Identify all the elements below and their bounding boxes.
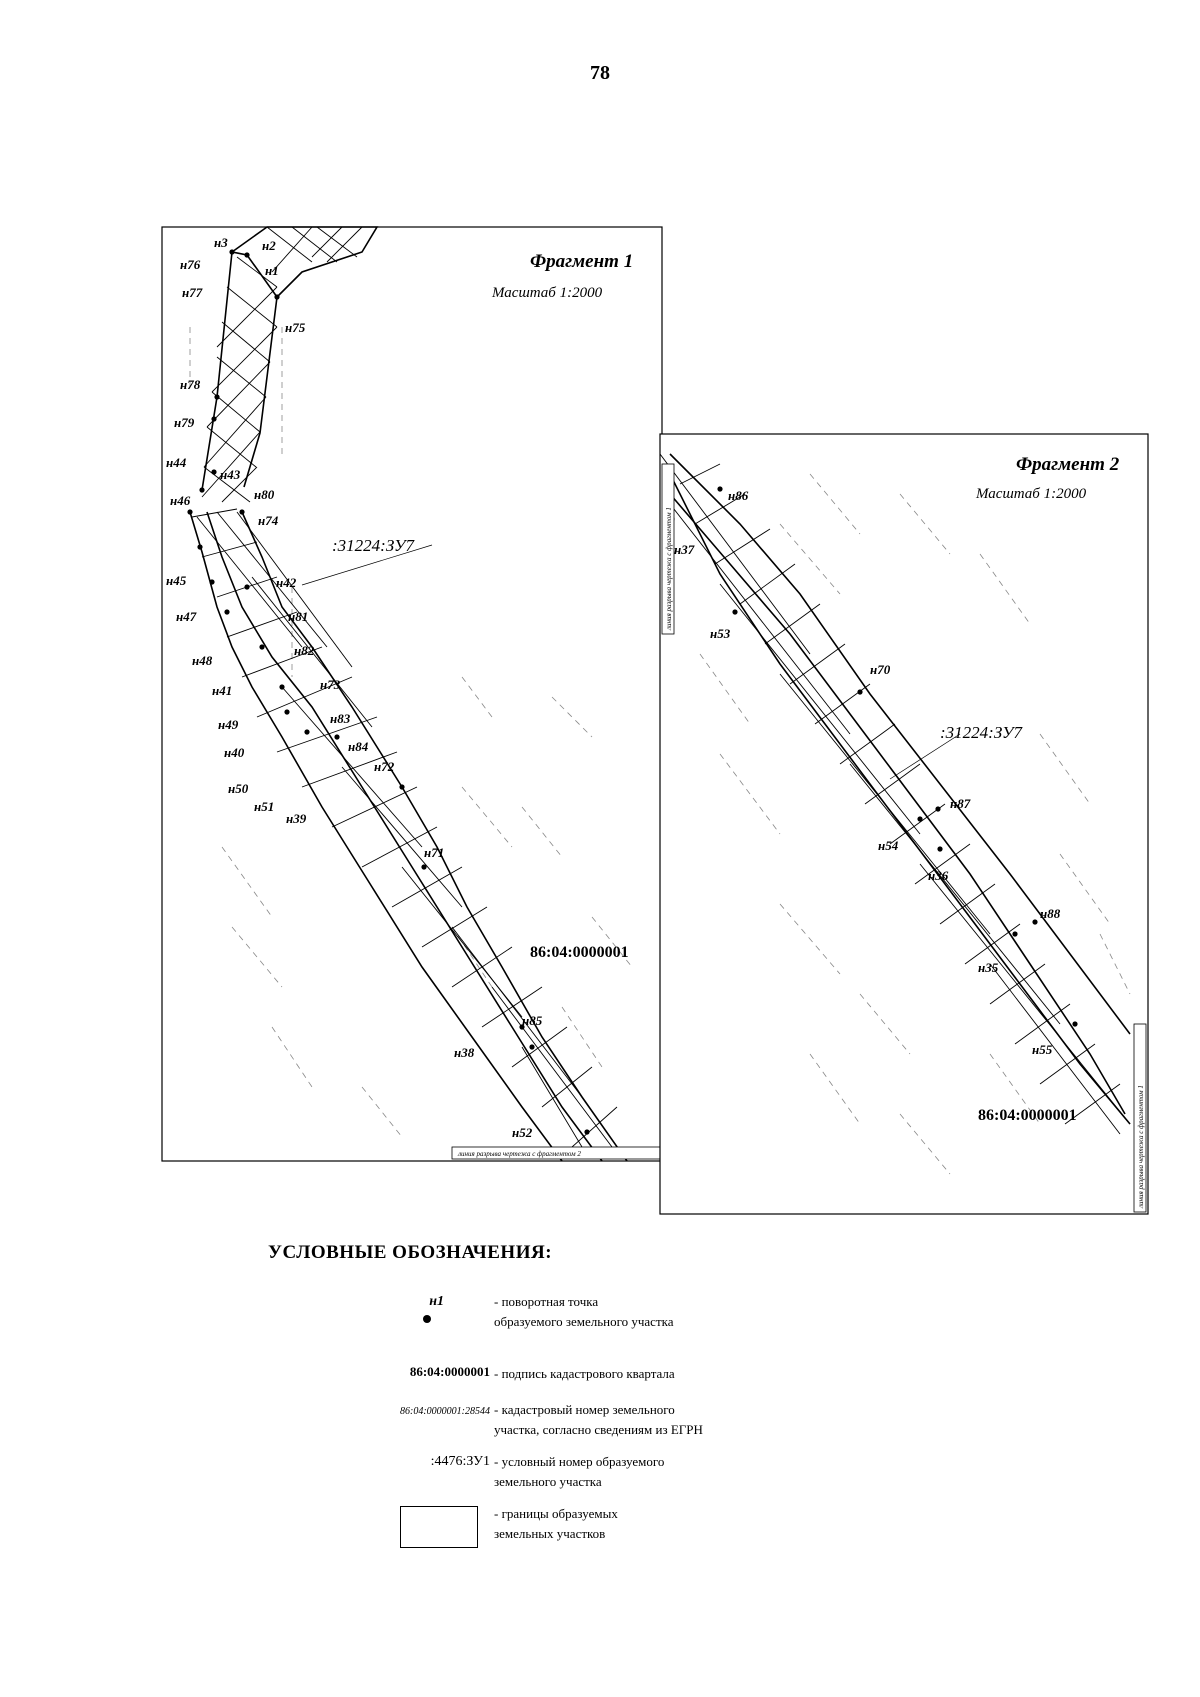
- fragment-1-parcel-label: :31224:ЗУ7: [332, 536, 415, 555]
- point-label: н77: [182, 285, 203, 300]
- point-labels: н3 н2 н76 н1 н77 н75 н78 н79 н44 н43 н80…: [166, 235, 543, 1140]
- point-label: н72: [374, 759, 395, 774]
- map-fragment-1: н3 н2 н76 н1 н77 н75 н78 н79 н44 н43 н80…: [161, 226, 663, 1162]
- fragment-1-scale: Масштаб 1:2000: [491, 285, 603, 301]
- point-label: н1: [265, 263, 279, 278]
- legend-text: - поворотная точка образуемого земельног…: [494, 1294, 674, 1329]
- map-fragment-2: н86 н37 н53 н70 н87 н54 н36 н88 н35 н55 …: [659, 433, 1149, 1215]
- point-label: н70: [870, 662, 891, 677]
- point-label: н2: [262, 238, 276, 253]
- point-label: н82: [294, 643, 315, 658]
- point-label: н74: [258, 513, 279, 528]
- cut-line-note-top: линия разрыва чертежа с фрагментом 1: [665, 507, 673, 631]
- point-label: н81: [288, 609, 308, 624]
- cut-line-note: линия разрыва чертежа с фрагментом 2: [457, 1150, 581, 1158]
- parcel-boundary-lower-mid: [206, 511, 603, 1162]
- legend-text: - границы образуемых земельных участков: [494, 1506, 618, 1541]
- cut-line-box-top: [661, 463, 675, 635]
- point-label: н44: [166, 455, 187, 470]
- point-label: н45: [166, 573, 187, 588]
- fragment-1-title: Фрагмент 1: [530, 251, 633, 272]
- point-label: н80: [254, 487, 275, 502]
- fragment-1-quarter-label: 86:04:0000001: [530, 944, 629, 961]
- fragment-2-quarter-label: 86:04:0000001: [978, 1107, 1077, 1124]
- legend-text: - условный номер образуемого земельного …: [494, 1454, 665, 1489]
- background-lines: [189, 327, 633, 1138]
- parcel-boundary-lower-left: [189, 511, 563, 1162]
- point-label: н46: [170, 493, 191, 508]
- legend-symbol-quarter: 86:04:0000001: [409, 1364, 490, 1379]
- cut-line-box-bottom: [1133, 1023, 1147, 1213]
- point-label: н36: [928, 868, 949, 883]
- point-label: н3: [214, 235, 228, 250]
- point-label: н41: [212, 683, 232, 698]
- boundary-box-icon: [400, 1506, 478, 1548]
- point-label: н88: [1040, 906, 1061, 921]
- point-label: н76: [180, 257, 201, 272]
- point-label: н87: [950, 796, 971, 811]
- legend-symbol-point-label: н1: [429, 1294, 444, 1309]
- point-label: н86: [728, 488, 749, 503]
- point-label: н84: [348, 739, 369, 754]
- parcel-leader: [889, 733, 961, 780]
- point-label: н50: [228, 781, 249, 796]
- point-label: н53: [710, 626, 731, 641]
- turning-points: [187, 249, 590, 1135]
- fragment-1-frame: [161, 226, 663, 1162]
- point-label: н40: [224, 745, 245, 760]
- point-label: н79: [174, 415, 195, 430]
- point-label: н47: [176, 609, 197, 624]
- point-label: н85: [522, 1013, 543, 1028]
- turning-point-icon: [423, 1315, 432, 1323]
- point-label: н35: [978, 960, 999, 975]
- turning-points: [669, 486, 1078, 1027]
- parcel-boundary-left: [669, 473, 1131, 1125]
- point-label: н83: [330, 711, 351, 726]
- point-label: н78: [180, 377, 201, 392]
- legend-symbol-point: н1: [423, 1292, 444, 1326]
- parcel-leader: [301, 544, 433, 586]
- cut-line-note-bottom: линия разрыва чертежа с фрагментом 1: [1137, 1085, 1145, 1209]
- point-label: н38: [454, 1045, 475, 1060]
- parcel-boundary-lower-right: [241, 511, 628, 1162]
- point-label: н37: [674, 542, 695, 557]
- legend-text: - кадастровый номер земельного участка, …: [494, 1402, 703, 1437]
- point-label: н51: [254, 799, 274, 814]
- parcel-boundary-mid: [669, 493, 1126, 1115]
- parcel-boundary-upper-right: [231, 226, 379, 298]
- legend-symbol-cadastral-number: 86:04:0000001:28544: [400, 1406, 490, 1417]
- point-label: н48: [192, 653, 213, 668]
- point-label: н42: [276, 575, 297, 590]
- point-label: н43: [220, 467, 241, 482]
- fragment-2-title: Фрагмент 2: [1016, 454, 1120, 475]
- parcel-boundary-right: [669, 453, 1131, 1035]
- point-label: н49: [218, 717, 239, 732]
- point-labels: н86 н37 н53 н70 н87 н54 н36 н88 н35 н55: [674, 488, 1061, 1057]
- legend-title: УСЛОВНЫЕ ОБОЗНАЧЕНИЯ:: [268, 1242, 553, 1263]
- background-lines: [699, 473, 1131, 1175]
- fragment-2-parcel-label: :31224:ЗУ7: [940, 723, 1023, 742]
- fragment-2-frame: [659, 433, 1149, 1215]
- point-label: н39: [286, 811, 307, 826]
- point-label: н71: [424, 845, 444, 860]
- fragment-2-scale: Масштаб 1:2000: [975, 486, 1087, 502]
- point-label: н73: [320, 677, 341, 692]
- point-label: н54: [878, 838, 899, 853]
- parcel-hatch-upper: [201, 226, 363, 503]
- legend-text: - подпись кадастрового квартала: [494, 1366, 675, 1381]
- legend-symbol-conditional-number: :4476:ЗУ1: [430, 1454, 490, 1469]
- point-label: н52: [512, 1125, 533, 1140]
- point-label: н55: [1032, 1042, 1053, 1057]
- point-label: н75: [285, 320, 306, 335]
- page-number: 78: [590, 62, 610, 84]
